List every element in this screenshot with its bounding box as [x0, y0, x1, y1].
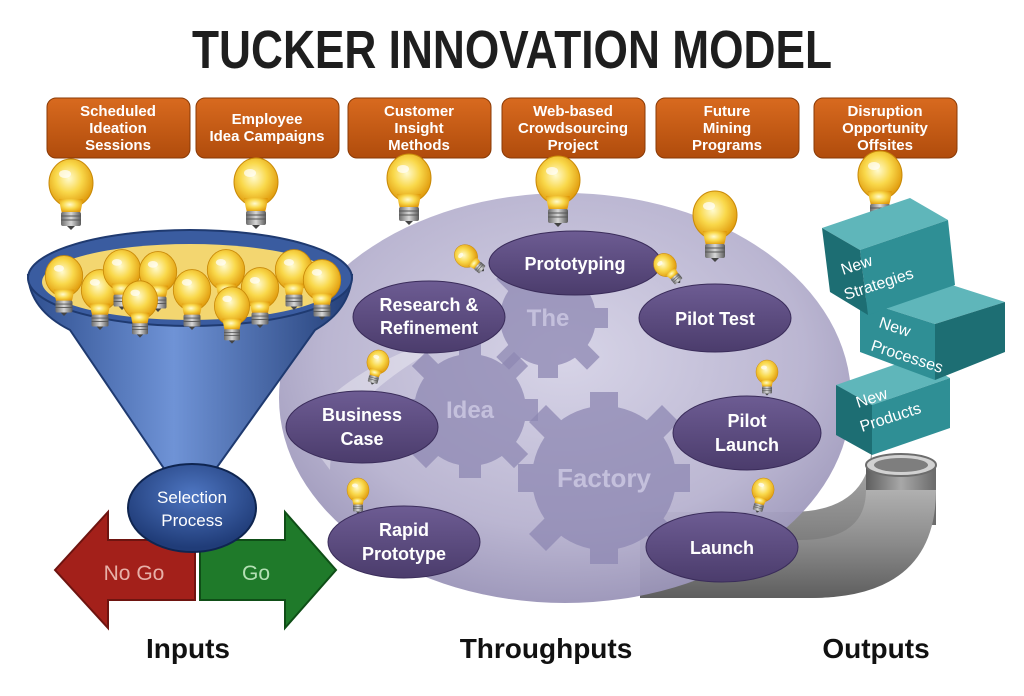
- svg-text:Selection: Selection: [157, 488, 227, 507]
- input-box-employee-idea: Employee Idea Campaigns: [195, 97, 340, 159]
- no-go-label: No Go: [104, 562, 165, 585]
- input-box-future-mining: Future Mining Programs: [655, 97, 800, 159]
- svg-text:Customer: Customer: [384, 103, 454, 120]
- section-throughputs: Throughputs: [460, 633, 633, 664]
- stage-research-refinement: Research & Refinement: [352, 280, 506, 354]
- svg-text:Prototype: Prototype: [362, 544, 446, 564]
- input-box-web-crowdsourcing: Web-based Crowdsourcing Project: [501, 97, 646, 159]
- stage-pilot-test: Pilot Test: [638, 283, 792, 353]
- cube-new-strategies: New Strategies: [822, 198, 955, 315]
- svg-text:Launch: Launch: [715, 435, 779, 455]
- svg-text:Ideation: Ideation: [89, 120, 147, 137]
- svg-text:Crowdsourcing: Crowdsourcing: [518, 120, 628, 137]
- lightbulb-icon: [48, 158, 94, 231]
- svg-text:Sessions: Sessions: [85, 137, 151, 154]
- gear-idea-label: Idea: [446, 397, 495, 424]
- svg-text:Prototyping: Prototyping: [525, 254, 626, 274]
- svg-text:Pilot Test: Pilot Test: [675, 309, 755, 329]
- lightbulb-icon: [386, 153, 432, 226]
- svg-text:Refinement: Refinement: [380, 318, 478, 338]
- svg-text:Mining: Mining: [703, 120, 751, 137]
- gear-factory-label: Factory: [557, 463, 651, 493]
- output-cubes: New Products New Processes New Strategie…: [822, 198, 1005, 455]
- stage-pilot-launch: Pilot Launch: [672, 395, 822, 471]
- input-box-scheduled-ideation: Scheduled Ideation Sessions: [46, 97, 191, 159]
- svg-text:Project: Project: [548, 137, 599, 154]
- svg-text:Future: Future: [704, 103, 751, 120]
- selection-process: Selection Process: [127, 463, 257, 553]
- svg-text:Opportunity: Opportunity: [842, 120, 928, 137]
- gear-the-label: The: [527, 305, 570, 332]
- svg-text:Employee: Employee: [232, 111, 303, 128]
- stage-prototyping: Prototyping: [488, 230, 662, 296]
- gear-idea: [402, 342, 538, 478]
- svg-text:Pilot: Pilot: [728, 411, 767, 431]
- go-label: Go: [242, 562, 270, 585]
- svg-text:Idea Campaigns: Idea Campaigns: [209, 128, 324, 145]
- stage-business-case: Business Case: [285, 390, 439, 464]
- svg-text:Scheduled: Scheduled: [80, 103, 156, 120]
- page-title: TUCKER INNOVATION MODEL: [192, 20, 832, 80]
- svg-text:Offsites: Offsites: [857, 137, 913, 154]
- svg-text:Insight: Insight: [394, 120, 443, 137]
- stage-launch: Launch: [645, 511, 799, 583]
- stages: Prototyping Research & Refinement Pilot …: [285, 230, 822, 583]
- svg-text:Business: Business: [322, 405, 402, 425]
- svg-text:Launch: Launch: [690, 538, 754, 558]
- stage-rapid-prototype: Rapid Prototype: [327, 505, 481, 579]
- lightbulb-icon: [233, 157, 279, 230]
- section-inputs: Inputs: [146, 633, 230, 664]
- svg-text:Web-based: Web-based: [533, 103, 613, 120]
- input-box-disruption-offsites: Disruption Opportunity Offsites: [813, 97, 958, 159]
- svg-text:Rapid: Rapid: [379, 520, 429, 540]
- svg-text:Methods: Methods: [388, 137, 450, 154]
- svg-text:Research &: Research &: [379, 295, 478, 315]
- svg-text:Programs: Programs: [692, 137, 762, 154]
- svg-text:Case: Case: [340, 429, 383, 449]
- input-boxes: Scheduled Ideation Sessions Employee Ide…: [46, 97, 958, 159]
- input-box-customer-insight: Customer Insight Methods: [347, 97, 492, 159]
- svg-text:Process: Process: [161, 511, 222, 530]
- idea-funnel: [26, 229, 354, 471]
- section-outputs: Outputs: [822, 633, 929, 664]
- svg-text:Disruption: Disruption: [848, 103, 923, 120]
